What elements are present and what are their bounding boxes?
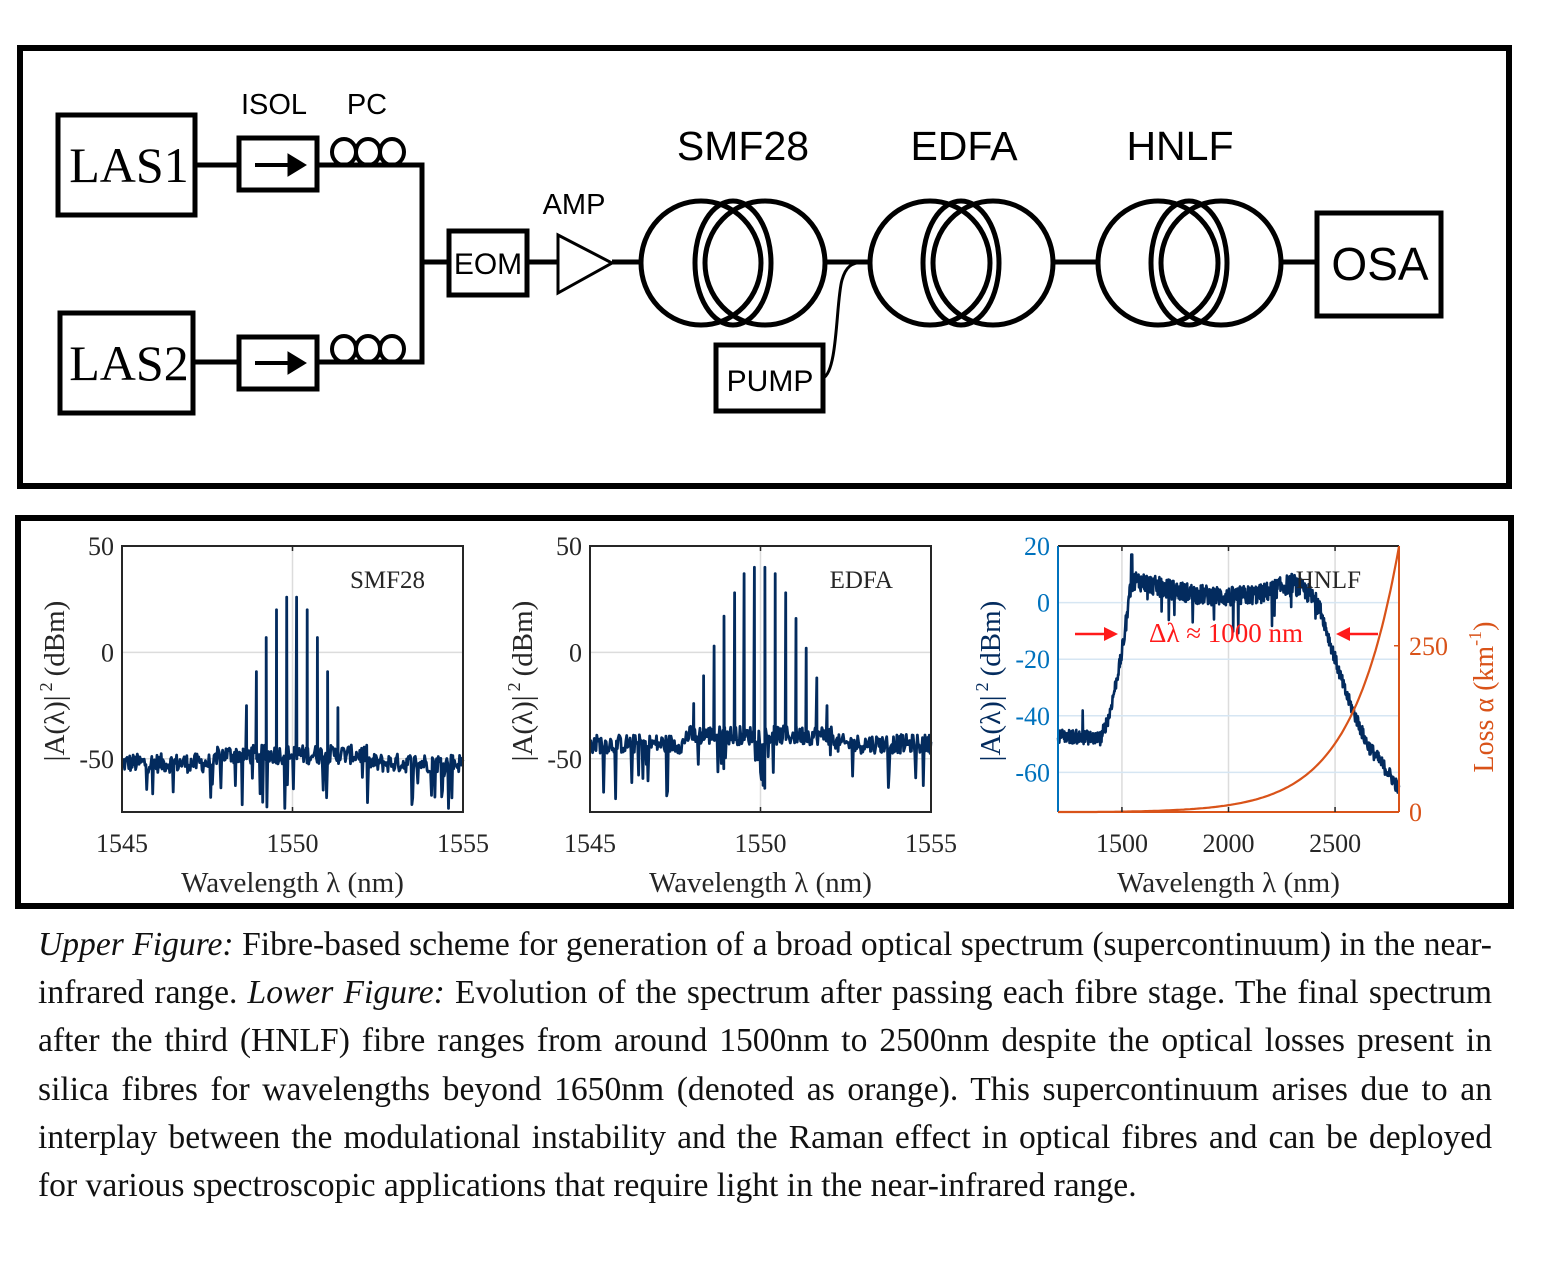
amplifier-triangle <box>556 232 616 296</box>
x-tick-label: 1550 <box>735 829 787 858</box>
lower-figure-frame <box>15 515 1514 909</box>
setup-diagram <box>17 45 1512 489</box>
x-tick-label: 2000 <box>1203 829 1255 858</box>
x-tick-label: 1500 <box>1096 829 1148 858</box>
fibre-lines <box>193 162 1317 365</box>
spectrum-trace <box>1056 553 1401 794</box>
x-tick-label: 2500 <box>1309 829 1361 858</box>
x-tick-label: 1555 <box>437 829 489 858</box>
y-tick-label: 50 <box>88 532 114 561</box>
hnlf-label: HNLF <box>1126 123 1233 169</box>
x-axis-label: Wavelength λ (nm) <box>181 867 404 899</box>
caption-text: Fibre-based scheme for generation of a b… <box>38 926 1492 1012</box>
arrow-right-icon <box>255 351 307 375</box>
right-axis-label-main: Loss α (km <box>1469 646 1500 773</box>
y-axis-label-main: |A(λ)| <box>975 695 1007 761</box>
plot-title: HNLF <box>1296 567 1361 594</box>
x-tick-label: 1555 <box>905 829 957 858</box>
y-tick-label: -20 <box>1015 645 1050 674</box>
y-axis-label-unit: (dBm) <box>975 601 1007 677</box>
las2-label: LAS2 <box>69 335 188 391</box>
caption-heading: Lower Figure: <box>247 974 445 1012</box>
x-axis-label: Wavelength λ (nm) <box>1117 867 1340 899</box>
arrow-left-icon <box>1336 627 1350 641</box>
y-tick-label: -40 <box>1015 702 1050 731</box>
y-axis-label-sup: 2 <box>504 682 524 691</box>
x-tick-label: 1550 <box>267 829 319 858</box>
plot-title: SMF28 <box>350 567 425 594</box>
y-axis-label-unit: (dBm) <box>39 601 71 677</box>
x-axis-label: Wavelength λ (nm) <box>649 867 872 899</box>
right-tick-label: 0 <box>1409 798 1422 827</box>
caption-heading: Upper Figure: <box>38 926 234 963</box>
spectrum-trace <box>121 595 465 810</box>
y-tick-label: -50 <box>79 745 114 774</box>
las1-label: LAS1 <box>69 137 188 193</box>
y-axis-label: |A(λ)| 2 (dBm) <box>504 601 539 762</box>
hnlf-coil <box>1095 198 1284 328</box>
upper-figure-frame <box>17 45 1512 489</box>
right-axis-label: Loss α (km-1) <box>1465 622 1500 773</box>
pump-fibre <box>822 260 863 380</box>
smf28-label: SMF28 <box>677 123 809 169</box>
figure-caption: Upper Figure: Fibre-based scheme for gen… <box>38 921 1492 1210</box>
bandwidth-annotation: Δλ ≈ 1000 nm <box>1075 618 1378 648</box>
pump-box <box>713 342 826 414</box>
y-tick-label: -60 <box>1015 758 1050 787</box>
caption-text: Evolution of the spectrum after passing … <box>38 974 1492 1205</box>
osa-label: OSA <box>1331 238 1428 290</box>
right-axis-label-unit: ) <box>1469 622 1500 631</box>
plot-title: EDFA <box>830 567 893 594</box>
y-axis-label: |A(λ)| 2 (dBm) <box>36 601 71 762</box>
y-axis-label-sup: 2 <box>972 682 992 691</box>
right-tick-label: 250 <box>1409 632 1448 661</box>
y-tick-label: 0 <box>101 638 114 667</box>
diagram-labels: LAS1 LAS2 ISOL PC EOM AMP SMF28 EDFA HNL… <box>69 89 1429 398</box>
y-tick-label: 50 <box>556 532 582 561</box>
y-tick-label: 20 <box>1024 532 1050 561</box>
amp-label: AMP <box>543 189 606 221</box>
right-axis-label-sup: -1 <box>1465 631 1485 646</box>
y-axis-label-sup: 2 <box>36 682 56 691</box>
y-tick-label: 0 <box>1037 589 1050 618</box>
y-tick-label: 0 <box>569 638 582 667</box>
pc-label: PC <box>347 89 387 121</box>
y-axis-label-main: |A(λ)| <box>507 695 539 761</box>
y-axis-label-unit: (dBm) <box>507 601 539 677</box>
arrow-right-icon <box>1104 627 1118 641</box>
pump-label: PUMP <box>727 365 814 398</box>
x-tick-label: 1545 <box>96 829 148 858</box>
bandwidth-label: Δλ ≈ 1000 nm <box>1149 618 1303 648</box>
spectrum-trace <box>589 565 933 801</box>
polarization-controller-2 <box>330 334 406 364</box>
arrow-right-icon <box>255 153 307 177</box>
x-tick-label: 1545 <box>564 829 616 858</box>
isolator-2 <box>236 334 320 392</box>
figure: LAS1 LAS2 ISOL PC EOM AMP SMF28 EDFA HNL… <box>15 45 1514 909</box>
osa-box <box>1314 210 1444 319</box>
isol-label: ISOL <box>241 89 307 121</box>
eom-box <box>446 228 530 298</box>
edfa-coil <box>867 198 1056 328</box>
isolator-1 <box>236 135 320 193</box>
polarization-controller-1 <box>330 137 406 167</box>
eom-label: EOM <box>454 248 522 281</box>
y-axis-label-main: |A(λ)| <box>39 695 71 761</box>
smf28-coil <box>638 198 828 328</box>
y-axis-label: |A(λ)| 2 (dBm) <box>972 601 1007 762</box>
edfa-label: EDFA <box>910 123 1018 169</box>
y-tick-label: -50 <box>547 745 582 774</box>
